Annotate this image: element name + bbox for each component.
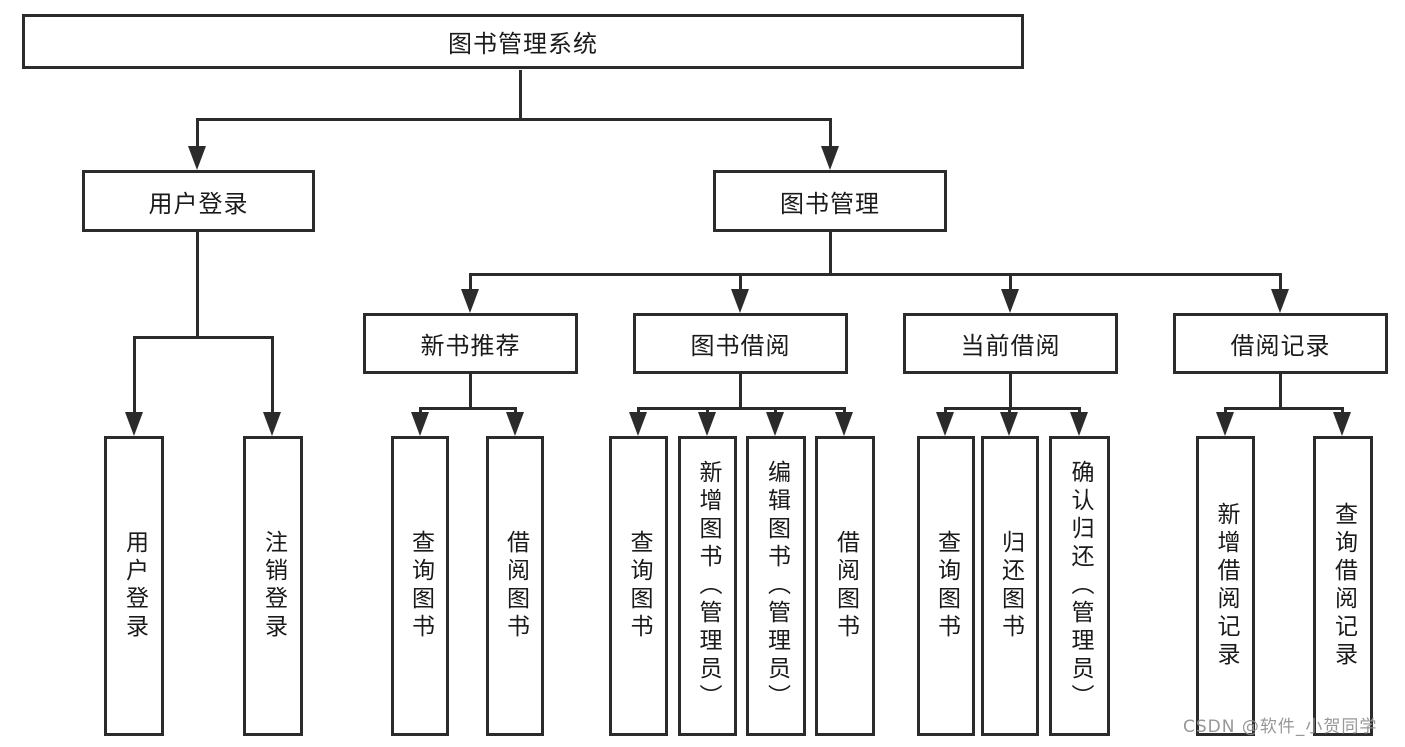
leaf-query-books-current: 查询图书 <box>917 436 975 736</box>
arrow-down-icon <box>629 412 647 436</box>
leaf-user-login: 用户登录 <box>104 436 164 736</box>
leaf-edit-book-admin-label: 编辑图书（管理员） <box>763 460 790 712</box>
arrow-down-icon <box>125 412 143 436</box>
arrow-down-icon <box>1070 412 1088 436</box>
connector <box>469 273 472 291</box>
connector <box>1009 273 1012 291</box>
node-borrow-records: 借阅记录 <box>1173 313 1388 374</box>
arrow-down-icon <box>188 146 206 170</box>
connector <box>133 336 274 339</box>
connector <box>419 407 517 410</box>
leaf-borrow-books-newbook: 借阅图书 <box>486 436 544 736</box>
connector <box>1008 407 1011 415</box>
connector <box>944 407 947 415</box>
leaf-query-books-newbook: 查询图书 <box>391 436 449 736</box>
node-user-login: 用户登录 <box>82 170 315 232</box>
leaf-add-book-admin: 新增图书（管理员） <box>678 436 737 736</box>
connector <box>1224 407 1227 415</box>
leaf-query-borrow-record-label: 查询借阅记录 <box>1330 502 1357 670</box>
connector <box>637 407 846 410</box>
connector <box>1341 407 1344 415</box>
leaf-query-books-newbook-label: 查询图书 <box>407 530 434 642</box>
connector <box>739 273 742 291</box>
connector <box>469 374 472 409</box>
connector <box>271 336 274 414</box>
arrow-down-icon <box>936 412 954 436</box>
leaf-query-books-borrow: 查询图书 <box>609 436 668 736</box>
arrow-down-icon <box>766 412 784 436</box>
leaf-borrow-books-borrow-label: 借阅图书 <box>832 530 859 642</box>
arrow-down-icon <box>731 289 749 313</box>
connector <box>706 407 709 415</box>
node-book-management: 图书管理 <box>713 170 947 232</box>
connector <box>1224 407 1344 410</box>
connector <box>1279 273 1282 291</box>
leaf-user-login-label: 用户登录 <box>121 530 148 642</box>
connector <box>739 374 742 409</box>
node-book-borrow: 图书借阅 <box>633 313 848 374</box>
connector <box>1009 374 1012 409</box>
connector <box>829 118 832 148</box>
connector <box>469 273 1282 276</box>
leaf-query-books-borrow-label: 查询图书 <box>626 530 652 642</box>
connector <box>637 407 640 415</box>
arrow-down-icon <box>835 412 853 436</box>
connector <box>944 407 1081 410</box>
arrow-down-icon <box>1271 289 1289 313</box>
connector <box>196 118 199 148</box>
arrow-down-icon <box>411 412 429 436</box>
connector <box>829 232 832 275</box>
leaf-return-books-label: 归还图书 <box>997 530 1024 642</box>
leaf-borrow-books-newbook-label: 借阅图书 <box>502 530 529 642</box>
connector <box>1279 374 1282 409</box>
arrow-down-icon <box>1000 412 1018 436</box>
node-new-book-recommend: 新书推荐 <box>363 313 578 374</box>
leaf-add-book-admin-label: 新增图书（管理员） <box>695 460 721 712</box>
arrow-down-icon <box>1001 289 1019 313</box>
arrow-down-icon <box>506 412 524 436</box>
leaf-borrow-books-borrow: 借阅图书 <box>815 436 875 736</box>
leaf-edit-book-admin: 编辑图书（管理员） <box>746 436 806 736</box>
connector <box>133 336 136 414</box>
node-current-borrow: 当前借阅 <box>903 313 1118 374</box>
leaf-add-borrow-record-label: 新增借阅记录 <box>1213 502 1239 670</box>
leaf-logout: 注销登录 <box>243 436 303 736</box>
connector <box>514 407 517 415</box>
arrow-down-icon <box>1216 412 1234 436</box>
leaf-query-books-current-label: 查询图书 <box>933 530 960 642</box>
leaf-return-books: 归还图书 <box>981 436 1039 736</box>
connector <box>1078 407 1081 415</box>
connector <box>519 70 522 118</box>
leaf-add-borrow-record: 新增借阅记录 <box>1196 436 1255 736</box>
node-book-management-system: 图书管理系统 <box>22 14 1024 69</box>
csdn-watermark: CSDN @软件_小贺同学 <box>1183 717 1378 737</box>
leaf-confirm-return-admin: 确认归还（管理员） <box>1049 436 1110 736</box>
arrow-down-icon <box>698 412 716 436</box>
connector <box>419 407 422 415</box>
arrow-down-icon <box>821 146 839 170</box>
arrow-down-icon <box>1333 412 1351 436</box>
arrow-down-icon <box>263 412 281 436</box>
leaf-query-borrow-record: 查询借阅记录 <box>1313 436 1373 736</box>
leaf-confirm-return-admin-label: 确认归还（管理员） <box>1067 460 1093 712</box>
connector <box>196 118 832 121</box>
leaf-logout-label: 注销登录 <box>260 530 287 642</box>
connector <box>843 407 846 415</box>
arrow-down-icon <box>461 289 479 313</box>
connector <box>196 232 199 336</box>
connector <box>774 407 777 415</box>
